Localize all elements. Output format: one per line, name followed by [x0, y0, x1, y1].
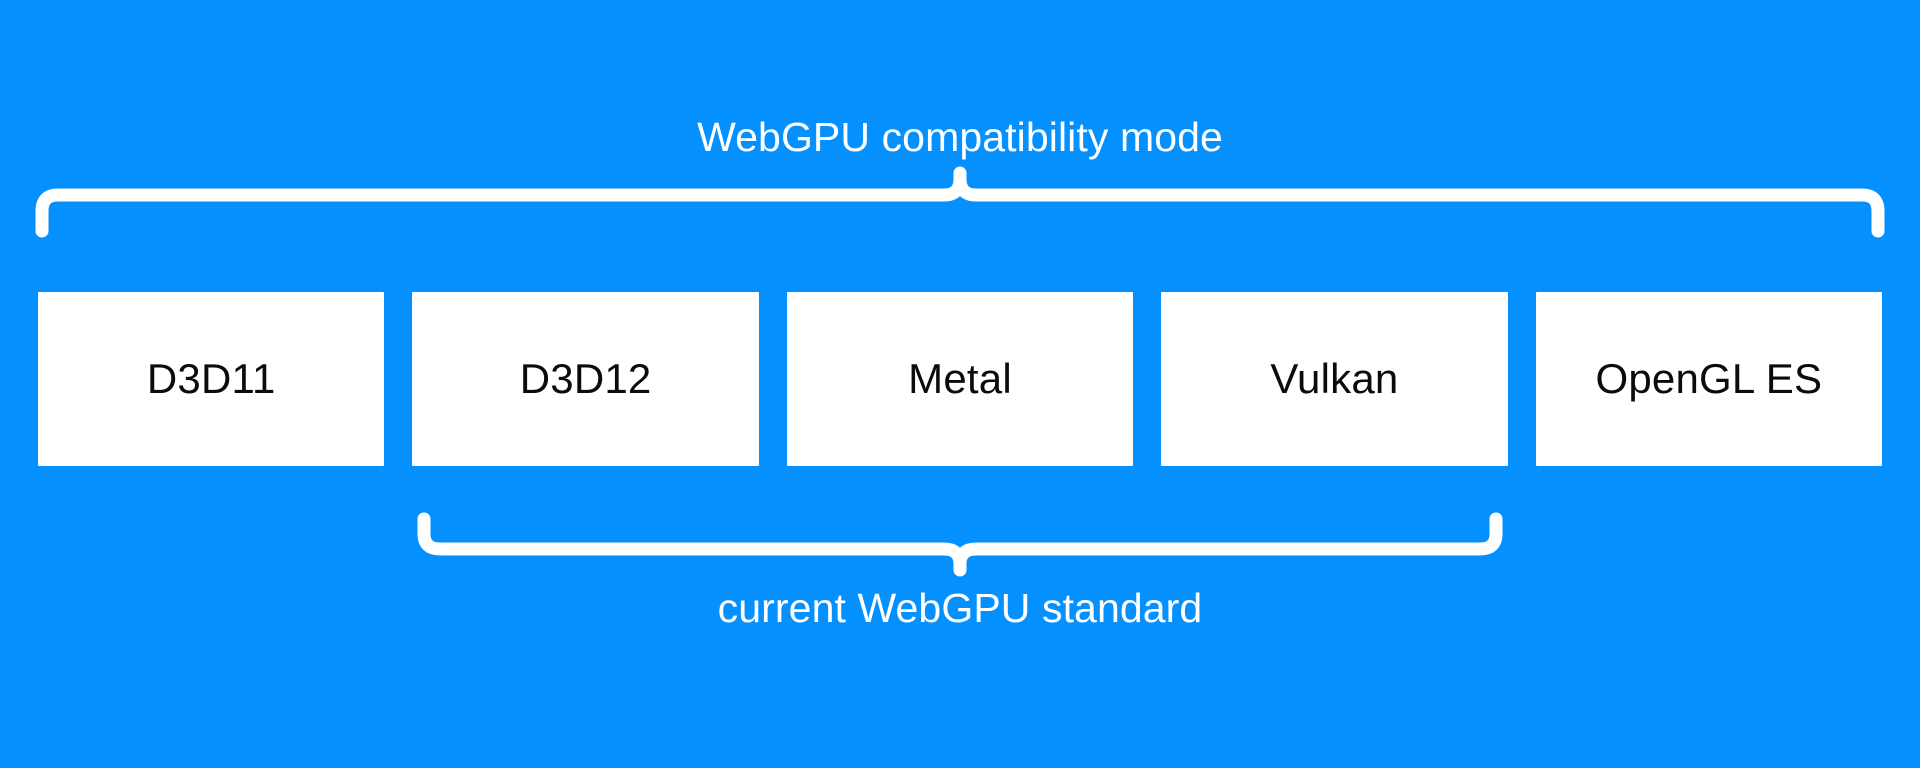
bottom-brace-icon	[417, 512, 1503, 577]
backend-box-label: D3D12	[519, 355, 652, 402]
backend-box-label: OpenGL ES	[1595, 355, 1823, 402]
backend-box-label: Metal	[908, 355, 1012, 402]
backend-box-d3d11[interactable]: D3D11	[38, 292, 385, 466]
bottom-group-label: current WebGPU standard	[717, 585, 1203, 631]
backend-box-vulkan[interactable]: Vulkan	[1161, 292, 1508, 466]
backend-box-label: D3D11	[146, 355, 276, 402]
backend-box-label: Vulkan	[1270, 355, 1399, 402]
backend-box-row: D3D11 D3D12 Metal Vulkan OpenGL ES	[38, 292, 1883, 466]
backend-box-opengl-es[interactable]: OpenGL ES	[1535, 292, 1883, 466]
backend-box-metal[interactable]: Metal	[786, 292, 1134, 466]
top-group-label: WebGPU compatibility mode	[697, 114, 1223, 160]
top-brace-icon	[35, 166, 1885, 238]
backend-box-d3d12[interactable]: D3D12	[412, 292, 759, 466]
